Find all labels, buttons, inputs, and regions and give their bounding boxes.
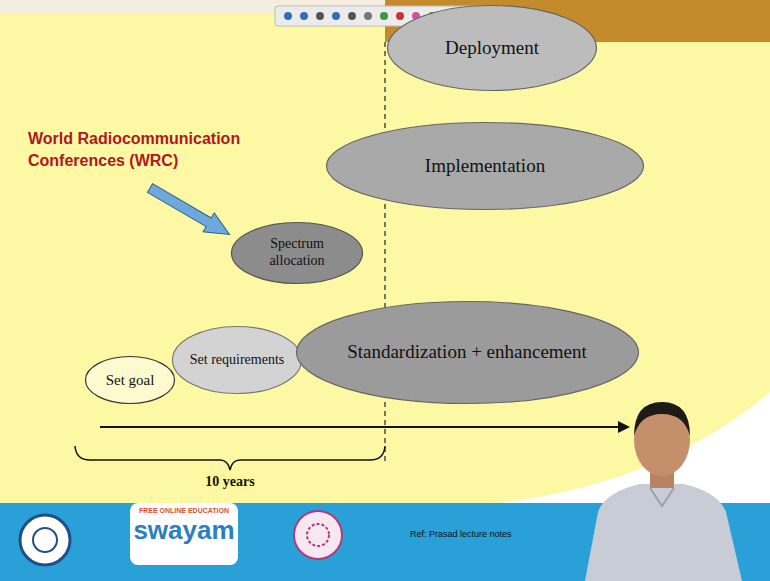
partner-logo (294, 511, 342, 559)
node-text-group: Standardization + enhancement (347, 341, 587, 364)
institute-logo (20, 515, 70, 565)
node-label: Spectrum allocation (257, 236, 337, 270)
toolbar-icon (348, 12, 356, 20)
presenter-hair (634, 402, 690, 436)
node-text-group: Deployment (445, 37, 539, 60)
dashed-divider (384, 42, 385, 462)
callout-arrow (144, 179, 235, 244)
toolbar-icon (284, 12, 292, 20)
ellipse-shape (388, 6, 597, 91)
reference-note: Ref: Prasad lecture notes (410, 529, 512, 540)
toolbar-icon (380, 12, 388, 20)
node-label: Standardization + enhancement (347, 341, 587, 364)
toolbar-icon (300, 12, 308, 20)
ellipse-node: Implementation (325, 121, 645, 211)
toolbar-icon (364, 12, 372, 20)
duration-label: 10 years (203, 474, 256, 489)
partner-logo-ring (307, 524, 329, 546)
node-label: Deployment (445, 37, 539, 60)
presenter-shirt (585, 484, 742, 581)
node-text-group: Implementation (425, 155, 545, 178)
presenter-collar (650, 488, 674, 506)
institute-logo-ring (33, 528, 57, 552)
toolbar-icon (396, 12, 404, 20)
node-text-group: Spectrum allocation (257, 236, 337, 270)
timeline-axis (100, 426, 618, 428)
node-label: Set goal (106, 371, 155, 389)
ellipse-shape (296, 301, 638, 403)
node-text-group: Set goal (106, 371, 155, 389)
node-text-group: Set requirements (190, 352, 284, 369)
span-brace (75, 446, 385, 470)
ellipse-shape (327, 123, 644, 210)
ellipse-shape (173, 327, 302, 394)
presenter-figure (585, 402, 742, 581)
ellipse-node: Spectrum allocation (230, 221, 364, 285)
logo-tagline: FREE ONLINE EDUCATION (139, 507, 229, 515)
callout-label: World Radiocommunication Conferences (WR… (28, 128, 268, 173)
node-label: Implementation (425, 155, 545, 178)
ellipse-shape (232, 223, 363, 284)
ellipse-node: Set goal (84, 355, 176, 405)
ellipse-node: Set requirements (171, 325, 303, 395)
node-label: Set requirements (190, 352, 284, 369)
ellipse-node: Standardization + enhancement (295, 300, 640, 405)
ellipse-node: Deployment (386, 4, 598, 92)
timeline-arrowhead (618, 421, 630, 433)
ellipse-shape (86, 357, 175, 404)
callout-arrow-shape (144, 179, 235, 244)
logo-wordmark: swayam (133, 516, 234, 545)
platform-logo-box (130, 503, 238, 565)
toolbar-icon (332, 12, 340, 20)
toolbar-icon (316, 12, 324, 20)
